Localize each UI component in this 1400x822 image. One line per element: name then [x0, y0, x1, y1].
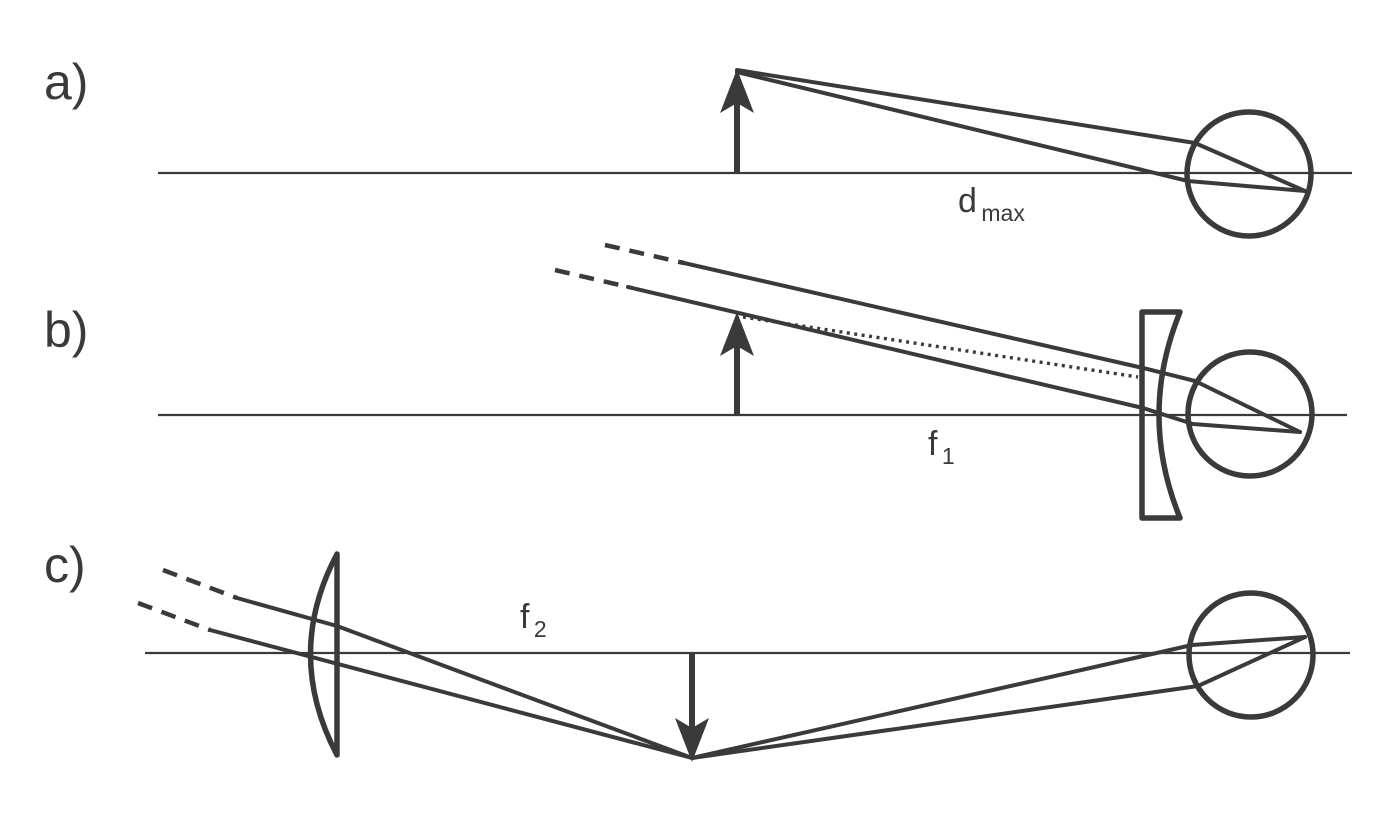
- upper-refracted-ray-b: [1141, 366, 1302, 434]
- panel-c: c) f 2: [44, 537, 1350, 762]
- upper-ray-dashed-c: [162, 567, 238, 601]
- lower-ray-to-eye-c: [690, 635, 1307, 760]
- lower-ray-dashed-c: [137, 600, 211, 633]
- focal-length-2-label: f 2: [520, 598, 547, 642]
- upper-ray-b: [682, 261, 1145, 370]
- virtual-image-arrow-head-b: [720, 312, 754, 356]
- panel-b: b) f 1: [44, 242, 1347, 521]
- lower-ray-b: [626, 285, 1145, 410]
- virtual-ray-dotted-b: [742, 315, 1139, 379]
- upper-ray-to-eye-c: [690, 635, 1307, 760]
- focal-length-1-label: f 1: [928, 425, 955, 469]
- panel-b-label: b): [44, 302, 88, 358]
- lower-ray-dashed-b: [554, 267, 629, 290]
- upper-ray-c: [235, 596, 694, 760]
- eye-c: [1186, 590, 1316, 720]
- panel-c-label: c): [44, 537, 86, 593]
- panel-a-label: a): [44, 54, 88, 110]
- distance-label: d max: [958, 182, 1025, 226]
- panel-a: a) d max: [44, 54, 1352, 239]
- converging-lens: [307, 551, 340, 758]
- lower-ray-c: [208, 628, 694, 760]
- object-arrow-head-a: [720, 69, 754, 113]
- diverging-lens: [1139, 309, 1183, 521]
- eye-b: [1185, 349, 1315, 479]
- eye-a: [1184, 109, 1314, 239]
- upper-ray-dashed-b: [604, 242, 685, 266]
- image-arrow-head-c: [675, 718, 709, 762]
